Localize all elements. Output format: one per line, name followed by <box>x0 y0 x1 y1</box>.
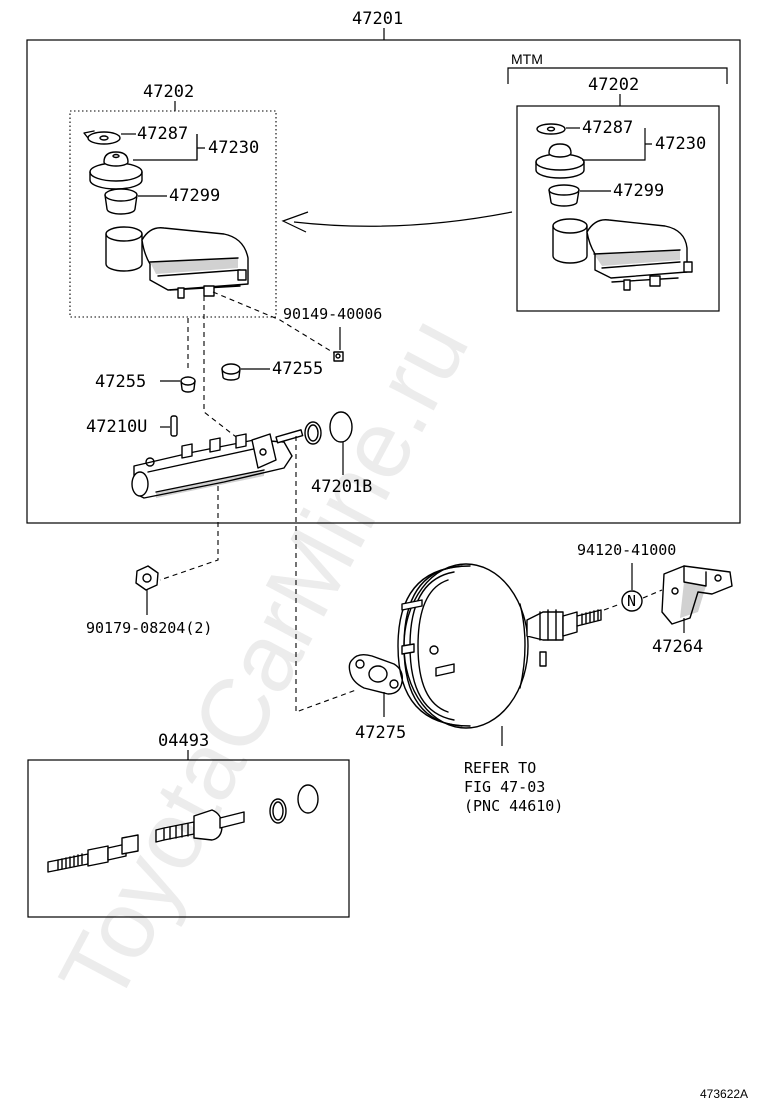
bracket-part <box>661 565 733 625</box>
nut-label: 90179-08204(2) <box>86 619 212 637</box>
gasket-booster-label: 47275 <box>355 723 406 743</box>
oring-label: 47201B <box>311 477 372 497</box>
reservoir-left-label: 47202 <box>143 82 194 102</box>
refer-line3: (PNC 44610) <box>464 797 563 815</box>
strainer-right-label: 47299 <box>613 181 664 201</box>
assembly-frame <box>26 28 741 524</box>
cap-left-label: 47230 <box>208 138 259 158</box>
strainer-left-label: 47299 <box>169 186 220 206</box>
cap-gasket-right-part <box>536 123 566 135</box>
pin-part <box>170 415 178 437</box>
cap-left-part <box>89 151 143 190</box>
figure-id: 473622A <box>700 1087 748 1101</box>
grommet-right-label: 47255 <box>272 359 323 379</box>
assembly-label: 47201 <box>352 9 403 29</box>
cap-gasket-right-label: 47287 <box>582 118 633 138</box>
oring-part <box>304 411 353 445</box>
refer-line1: REFER TO <box>464 759 536 777</box>
reservoir-right-tank <box>552 218 693 291</box>
cap-right-label: 47230 <box>655 134 706 154</box>
reservoir-right-label: 47202 <box>588 75 639 95</box>
repair-kit-label: 04493 <box>158 731 209 751</box>
brake-booster-part <box>397 563 602 729</box>
grommet-left-label: 47255 <box>95 372 146 392</box>
gasket-booster-part <box>348 653 404 695</box>
bracket-label: 47264 <box>652 637 703 657</box>
cap-right-part <box>535 143 585 179</box>
kit-rings-part <box>269 784 319 824</box>
nut-part <box>135 565 159 591</box>
repair-kit-box <box>27 759 350 918</box>
piston-rear-part <box>47 834 139 873</box>
reservoir-left-box <box>69 110 277 318</box>
strainer-left-part <box>104 188 138 215</box>
grommet-left-part <box>180 376 196 393</box>
n-badge: N <box>621 590 643 612</box>
n-badge-text: N <box>627 592 636 610</box>
reference-arrow <box>281 211 513 233</box>
refer-line2: FIG 47-03 <box>464 778 545 796</box>
screw-label: 90149-40006 <box>283 305 382 323</box>
pin-label: 47210U <box>86 417 147 437</box>
cap-gasket-left-part <box>83 130 121 145</box>
mtm-label: MTM <box>511 51 543 67</box>
cap-gasket-left-label: 47287 <box>137 124 188 144</box>
reservoir-left-tank <box>105 226 249 299</box>
master-cylinder-part <box>131 429 304 499</box>
reservoir-right-box <box>516 105 720 312</box>
piston-front-part <box>155 809 245 843</box>
grommet-right-part <box>221 363 241 381</box>
screw-part <box>333 351 344 362</box>
strainer-right-part <box>548 184 580 207</box>
clip-code-label: 94120-41000 <box>577 541 676 559</box>
